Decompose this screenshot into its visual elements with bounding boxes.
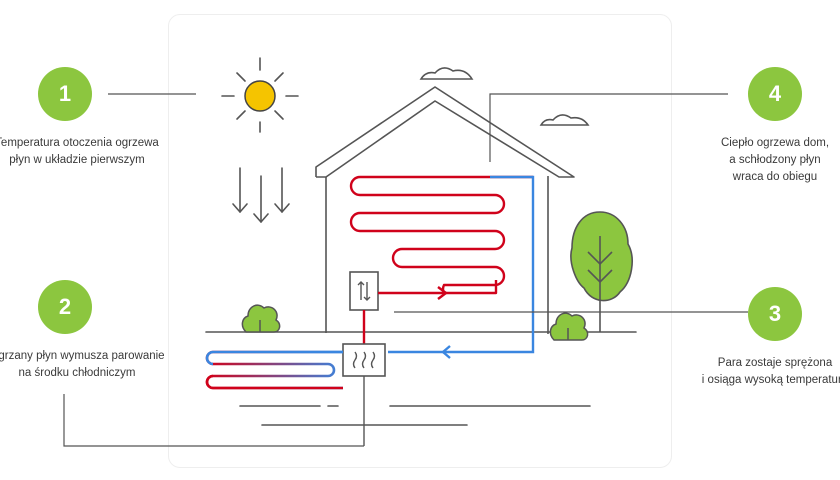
step-4-badge: 4 [748, 67, 802, 121]
heat-exchanger-icon [342, 343, 386, 377]
step-1-line-2: płyn w układzie pierwszym [9, 154, 145, 166]
sun-icon [221, 57, 299, 133]
connector-line-2 [63, 394, 364, 447]
bush-icon [241, 304, 589, 341]
step-2-badge: 2 [38, 280, 92, 334]
step-1-line-1: Temperatura otoczenia ogrzewa [0, 137, 159, 149]
step-2-number: 2 [58, 294, 72, 319]
step-2-caption: Ogrzany płyn wymusza parowanie na środku… [0, 348, 194, 382]
ground-lines [205, 331, 637, 426]
supply-arrow [437, 286, 448, 300]
sunlight-arrows [232, 167, 290, 223]
cloud-icon [419, 67, 590, 126]
step-4-caption: Ciepło ogrzewa dom, a schłodzony płyn wr… [690, 135, 840, 186]
connector-line-4 [489, 93, 728, 162]
step-4-line-3: wraca do obiegu [732, 171, 818, 183]
step-3-line-2: i osiąga wysoką temperaturę [701, 374, 840, 386]
house-outline [315, 86, 575, 334]
return-arrow [441, 345, 451, 359]
step-1-badge: 1 [38, 67, 92, 121]
step-2-line-1: Ogrzany płyn wymusza parowanie [0, 350, 165, 362]
step-1-caption: Temperatura otoczenia ogrzewa płyn w ukł… [0, 135, 182, 169]
step-1-number: 1 [58, 81, 72, 106]
step-3-badge: 3 [748, 287, 802, 341]
step-4-line-1: Ciepło ogrzewa dom, [720, 137, 830, 149]
return-line [388, 175, 535, 354]
expansion-valve-icon [349, 271, 379, 311]
step-4-number: 4 [768, 81, 782, 106]
floor-heating-coil [349, 175, 533, 295]
ground-loop [205, 350, 343, 390]
tree-icon [570, 211, 633, 332]
step-3-number: 3 [768, 301, 782, 326]
step-3-caption: Para zostaje sprężona i osiąga wysoką te… [690, 355, 840, 389]
ground-loop-hot [205, 374, 343, 390]
step-2-line-2: na środku chłodniczym [18, 367, 136, 379]
ground-loop-cold [205, 350, 343, 366]
step-3-line-1: Para zostaje sprężona [717, 357, 833, 369]
step-4-line-2: a schłodzony płyn [729, 154, 821, 166]
